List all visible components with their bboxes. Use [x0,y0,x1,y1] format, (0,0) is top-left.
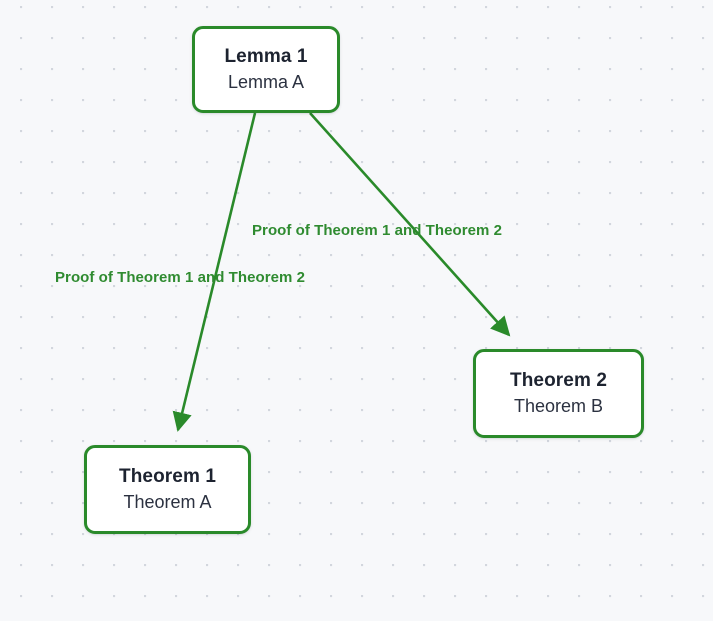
node-theorem-2[interactable]: Theorem 2 Theorem B [473,349,644,438]
node-theorem-1[interactable]: Theorem 1 Theorem A [84,445,251,534]
node-theorem-1-subtitle: Theorem A [123,491,212,512]
node-lemma-1[interactable]: Lemma 1 Lemma A [192,26,340,113]
node-lemma-1-subtitle: Lemma A [227,71,305,92]
node-theorem-1-title: Theorem 1 [119,465,216,487]
node-lemma-1-title: Lemma 1 [224,45,308,67]
node-theorem-2-subtitle: Theorem B [513,395,604,416]
edge-label-lemma1-theorem2[interactable]: Proof of Theorem 1 and Theorem 2 [252,222,502,239]
edge-label-lemma1-theorem1[interactable]: Proof of Theorem 1 and Theorem 2 [55,269,305,286]
node-theorem-2-title: Theorem 2 [510,369,607,391]
